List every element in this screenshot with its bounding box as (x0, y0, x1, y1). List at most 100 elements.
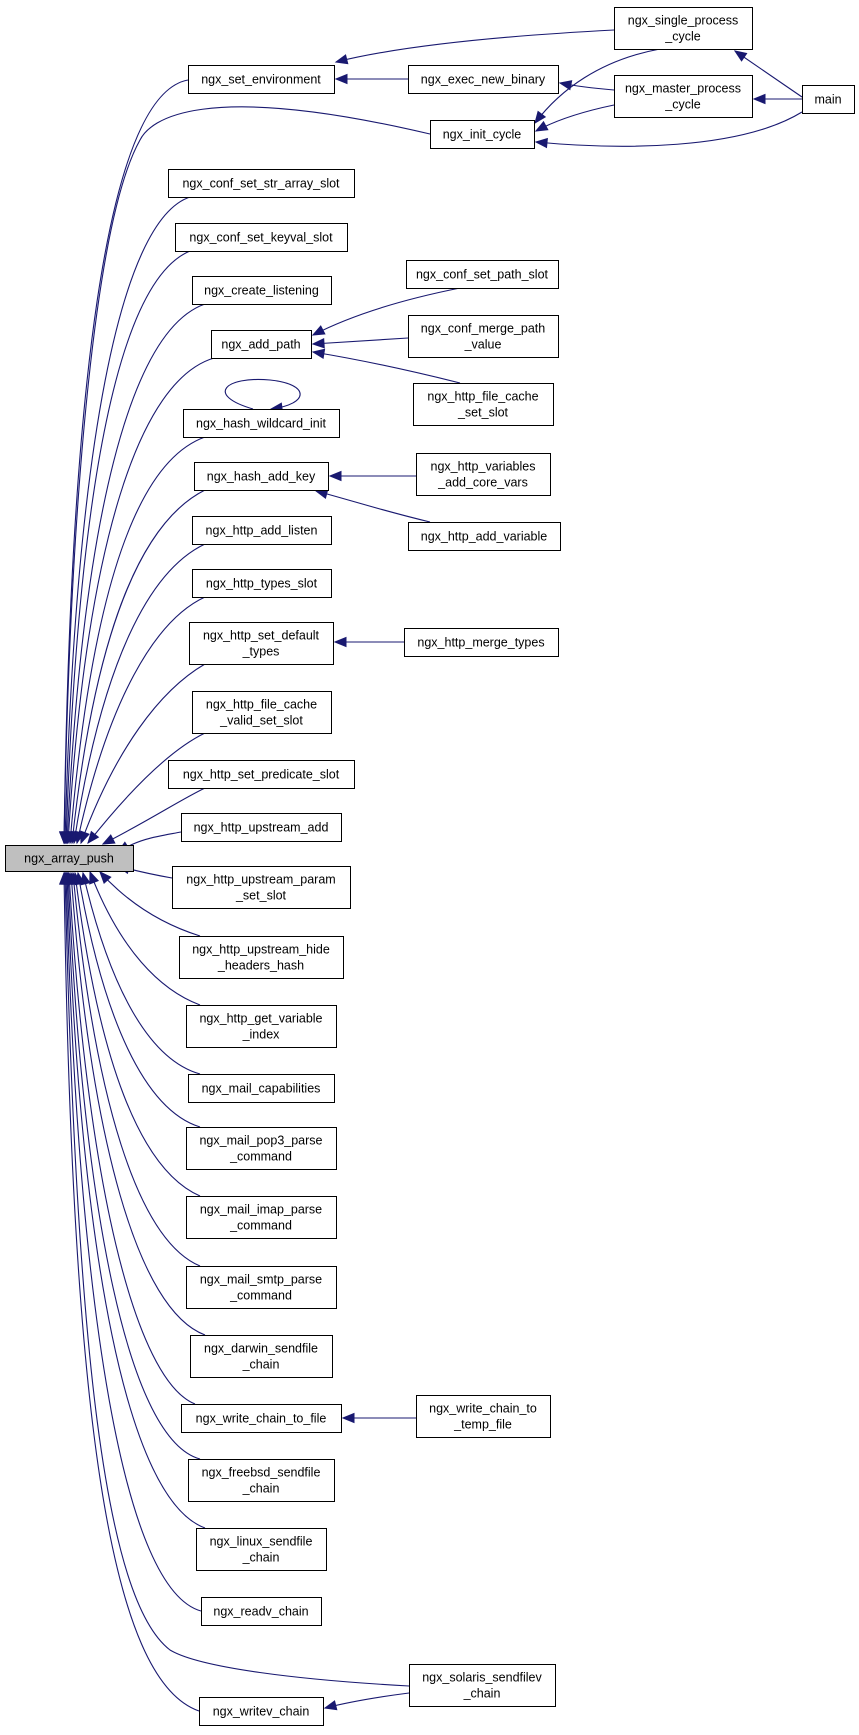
node-http_fc_valid[interactable]: ngx_http_file_cache_valid_set_slot (192, 691, 332, 734)
node-label: ngx_http_add_variable (421, 530, 548, 544)
node-box (409, 1664, 556, 1707)
edge-line (89, 871, 201, 1006)
node-solaris_sfv[interactable]: ngx_solaris_sendfilev_chain (409, 1664, 556, 1707)
node-conf_keyval[interactable]: ngx_conf_set_keyval_slot (175, 223, 348, 252)
node-http_get_var[interactable]: ngx_http_get_variable_index (186, 1005, 337, 1048)
node-box (408, 522, 561, 551)
node-label: ngx_write_chain_to (429, 1402, 537, 1416)
edge-line (65, 250, 191, 844)
node-write_chain_file[interactable]: ngx_write_chain_to_file (181, 1404, 342, 1433)
node-http_merge_types[interactable]: ngx_http_merge_types (404, 628, 559, 657)
node-label: _valid_set_slot (219, 714, 303, 728)
edge-http_types_slot-to-root (74, 596, 206, 845)
node-conf_str_arr[interactable]: ngx_conf_set_str_array_slot (168, 169, 355, 198)
edge-conf_merge_path-to-add_path (311, 337, 409, 349)
node-http_add_var[interactable]: ngx_http_add_variable (408, 522, 561, 551)
edge-arrowhead (341, 1412, 355, 1424)
edge-line (324, 1692, 410, 1709)
node-mail_pop3[interactable]: ngx_mail_pop3_parse_command (186, 1127, 337, 1170)
node-http_up_hide[interactable]: ngx_http_upstream_hide_headers_hash (179, 936, 344, 979)
node-main[interactable]: main (802, 85, 855, 114)
node-label: ngx_hash_wildcard_init (196, 417, 326, 431)
node-label: ngx_conf_merge_path (421, 322, 545, 336)
node-readv[interactable]: ngx_readv_chain (201, 1597, 322, 1626)
edge-mail_imap-to-root (71, 871, 201, 1197)
node-conf_path_slot[interactable]: ngx_conf_set_path_slot (406, 260, 559, 289)
edge-line (535, 104, 615, 132)
node-label: ngx_http_set_predicate_slot (183, 768, 340, 782)
node-mail_cap[interactable]: ngx_mail_capabilities (188, 1074, 335, 1103)
node-freebsd_sf[interactable]: ngx_freebsd_sendfile_chain (188, 1459, 335, 1502)
node-writev[interactable]: ngx_writev_chain (199, 1697, 324, 1726)
edge-http_vars_core-to-hash_add_key (328, 470, 416, 482)
node-box (406, 260, 559, 289)
edge-arrowhead (89, 870, 100, 885)
node-http_fc_set[interactable]: ngx_http_file_cache_set_slot (413, 383, 554, 426)
node-conf_merge_path[interactable]: ngx_conf_merge_path _value (408, 315, 559, 358)
node-label: ngx_add_path (221, 338, 300, 352)
node-http_up_add[interactable]: ngx_http_upstream_add (181, 813, 342, 842)
node-root[interactable]: ngx_array_push (5, 845, 134, 872)
node-http_types_slot[interactable]: ngx_http_types_slot (192, 569, 332, 598)
node-label: _value (464, 338, 502, 352)
edge-readv-to-root (61, 871, 202, 1612)
edge-arrowhead (58, 871, 70, 885)
edge-line (335, 29, 615, 63)
edge-mail_pop3-to-root (74, 871, 201, 1128)
edge-arrowhead (311, 348, 326, 360)
node-label: ngx_write_chain_to_file (196, 1412, 327, 1426)
node-label: _set_slot (235, 889, 287, 903)
node-http_set_def_types[interactable]: ngx_http_set_default_types (189, 622, 334, 665)
edge-main-to-init_cycle (534, 111, 803, 149)
node-label: _command (229, 1219, 292, 1233)
edge-http_up_hide-to-root (99, 871, 201, 937)
node-set_env[interactable]: ngx_set_environment (188, 65, 335, 94)
node-init_cycle[interactable]: ngx_init_cycle (430, 120, 535, 149)
node-box (183, 409, 340, 438)
edge-write_chain_temp-to-write_chain_file (341, 1412, 416, 1424)
edge-arrowhead (733, 50, 748, 62)
edge-line (66, 872, 206, 1529)
node-label: ngx_mail_capabilities (202, 1082, 321, 1096)
node-label: _set_slot (457, 406, 509, 420)
edge-line (73, 543, 206, 844)
node-label: ngx_http_upstream_hide (192, 943, 330, 957)
node-http_up_param[interactable]: ngx_http_upstream_param_set_slot (172, 866, 351, 909)
node-label: ngx_single_process (628, 14, 739, 28)
node-hash_wild[interactable]: ngx_hash_wildcard_init (183, 409, 340, 438)
node-box (168, 760, 355, 789)
node-exec_nb[interactable]: ngx_exec_new_binary (408, 65, 559, 94)
edge-line (74, 872, 201, 1197)
node-label: _command (229, 1289, 292, 1303)
node-mail_smtp[interactable]: ngx_mail_smtp_parse_command (186, 1266, 337, 1309)
edge-line (224, 378, 301, 410)
node-label: ngx_solaris_sendfilev (422, 1671, 542, 1685)
edge-arrowhead (334, 54, 349, 65)
node-mail_imap[interactable]: ngx_mail_imap_parse_command (186, 1196, 337, 1239)
node-http_vars_core[interactable]: ngx_http_variables_add_core_vars (416, 453, 551, 496)
edge-arrowhead (334, 73, 348, 85)
edge-arrowhead (99, 871, 112, 885)
node-label: ngx_http_get_variable (199, 1012, 322, 1026)
node-add_path[interactable]: ngx_add_path (211, 330, 312, 359)
edge-line (70, 872, 206, 1336)
node-write_chain_temp[interactable]: ngx_write_chain_to_temp_file (416, 1395, 551, 1438)
edge-line (67, 872, 201, 1460)
node-create_listen[interactable]: ngx_create_listening (192, 276, 332, 305)
node-label: _cycle (664, 98, 700, 112)
node-single_pc[interactable]: ngx_single_process_cycle (614, 7, 753, 50)
node-hash_add_key[interactable]: ngx_hash_add_key (194, 462, 329, 491)
node-darwin_sf[interactable]: ngx_darwin_sendfile_chain (190, 1335, 333, 1378)
node-http_set_pred[interactable]: ngx_http_set_predicate_slot (168, 760, 355, 789)
edge-line (312, 351, 461, 384)
edge-single_pc-to-set_env (334, 29, 615, 65)
node-http_add_listen[interactable]: ngx_http_add_listen (192, 516, 332, 545)
node-box (194, 462, 329, 491)
node-box (188, 1074, 335, 1103)
edge-line (63, 106, 431, 844)
node-box (196, 1528, 327, 1571)
edge-line (312, 337, 409, 345)
edge-single_pc-to-init_cycle (534, 48, 661, 125)
node-linux_sf[interactable]: ngx_linux_sendfile_chain (196, 1528, 327, 1571)
node-master_pc[interactable]: ngx_master_process_cycle (614, 75, 753, 118)
